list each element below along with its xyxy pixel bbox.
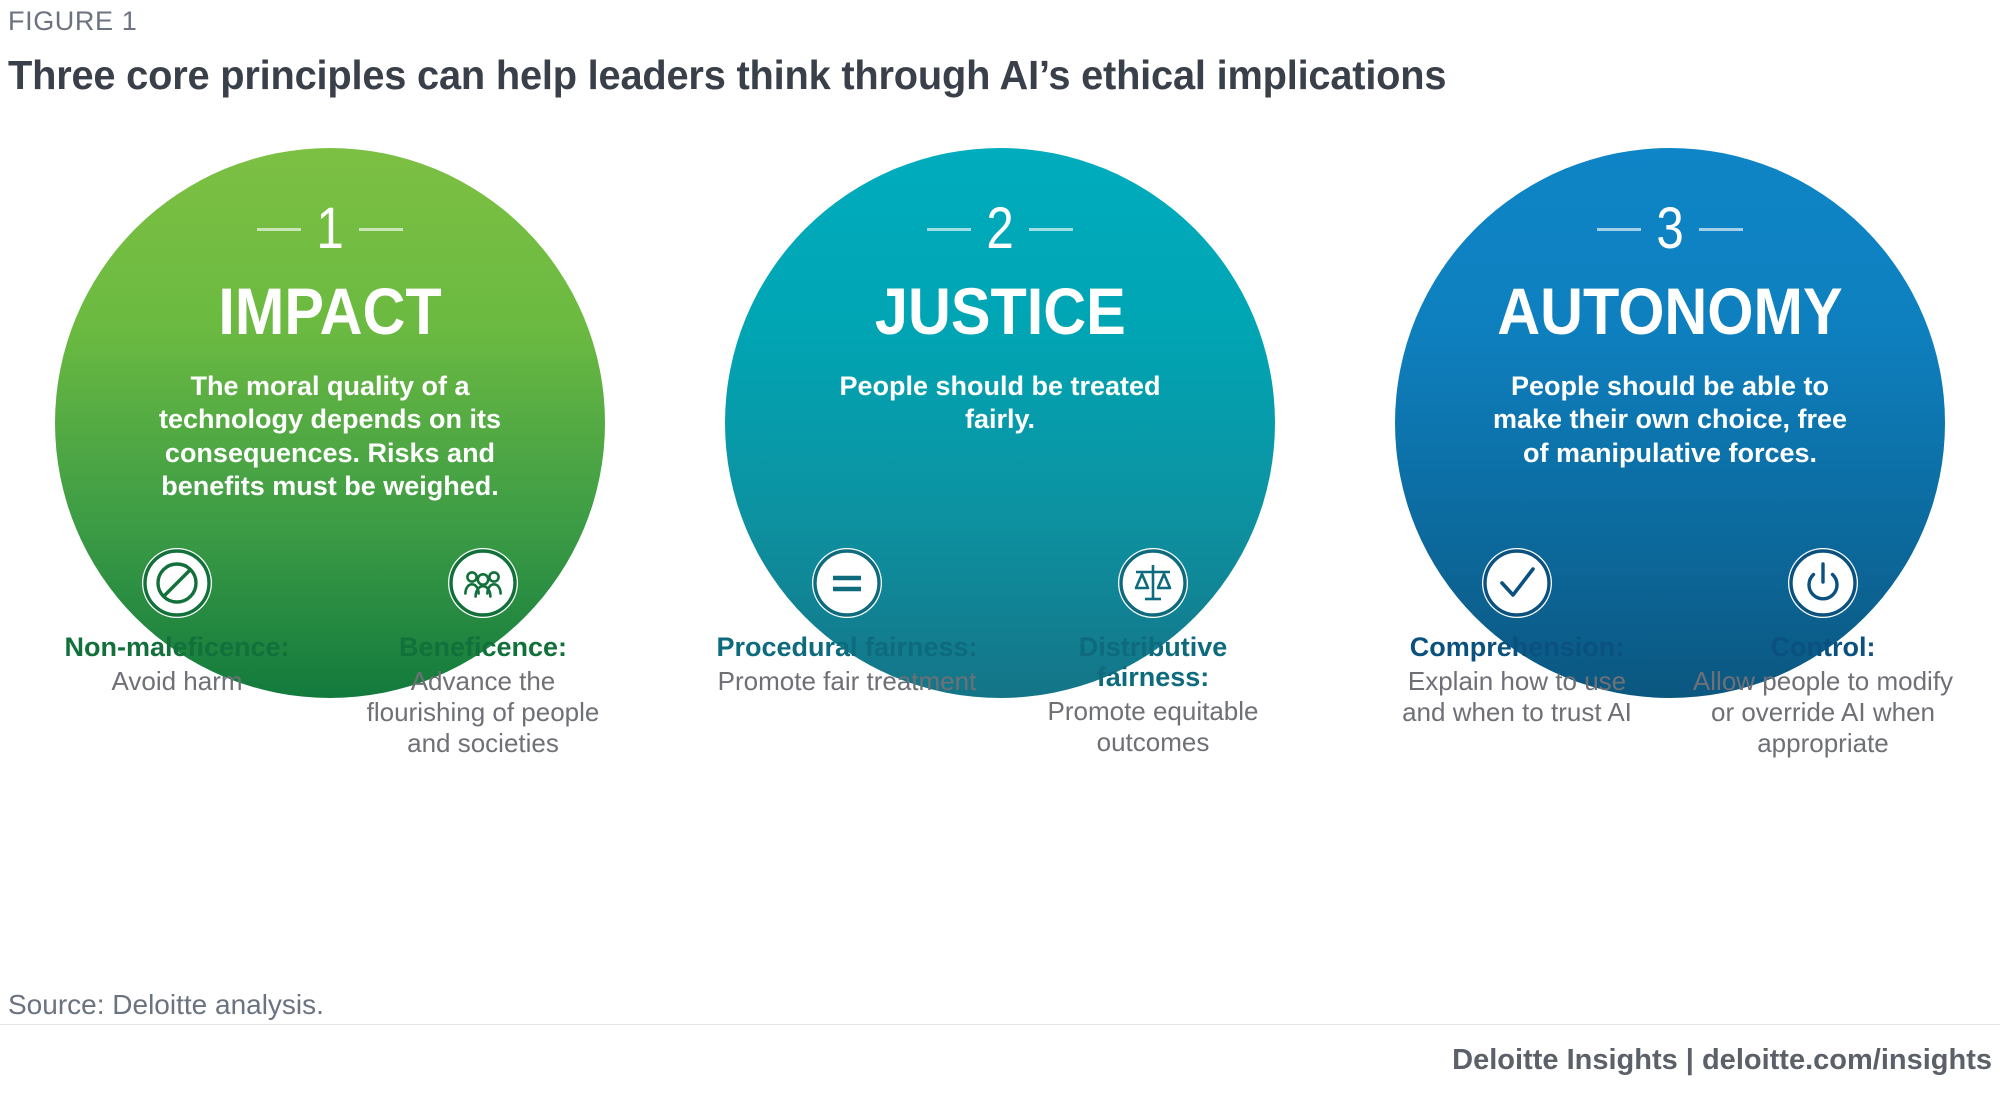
sub-item-body: Explain how to use and when to trust AI bbox=[1402, 666, 1632, 728]
figure-label: FIGURE 1 bbox=[8, 6, 138, 36]
sub-item-body: Allow people to modify or override AI wh… bbox=[1692, 666, 1954, 759]
sub-item-title: Procedural fairness: bbox=[716, 632, 978, 662]
sub-item-title: Beneficence: bbox=[398, 632, 568, 662]
principle-description: People should be able to make their own … bbox=[1492, 371, 1848, 468]
people-group-icon bbox=[448, 548, 518, 618]
footer-divider bbox=[0, 1024, 2000, 1025]
dash-right bbox=[1699, 227, 1744, 231]
equals-icon bbox=[812, 548, 882, 618]
sub-item-title: Control: bbox=[1770, 632, 1876, 662]
principle-circle-autonomy: 3 AUTONOMY People should be able to make… bbox=[1395, 148, 1945, 698]
sub-item: Beneficence: Advance the flourishing of … bbox=[352, 548, 614, 759]
principle-number: 1 bbox=[316, 196, 344, 261]
scales-balance-icon bbox=[1118, 548, 1188, 618]
sub-item-body: Promote fair treatment bbox=[717, 666, 977, 697]
principle-description: The moral quality of a technology depend… bbox=[158, 371, 502, 502]
sub-item-body: Avoid harm bbox=[111, 666, 243, 697]
principle-description: People should be treated fairly. bbox=[839, 371, 1161, 435]
principle-number: 2 bbox=[986, 196, 1014, 261]
principle-name: JUSTICE bbox=[874, 274, 1126, 348]
principle-column-impact: 1 IMPACT The moral quality of a technolo… bbox=[22, 148, 638, 968]
sub-item-title: Non-maleficence: bbox=[64, 632, 290, 662]
dash-right bbox=[359, 227, 404, 231]
principle-name: IMPACT bbox=[218, 274, 442, 348]
sub-item: Comprehension: Explain how to use and wh… bbox=[1386, 548, 1648, 759]
principle-number: 3 bbox=[1656, 196, 1684, 261]
sub-items-autonomy: Comprehension: Explain how to use and wh… bbox=[1370, 548, 1970, 759]
dash-left bbox=[256, 227, 301, 231]
dash-left bbox=[1596, 227, 1641, 231]
brand-footer: Deloitte Insights | deloitte.com/insight… bbox=[1452, 1044, 1992, 1076]
sub-item-body: Promote equitable outcomes bbox=[1047, 696, 1259, 758]
principle-number-row: 1 bbox=[256, 196, 404, 262]
sub-item: Distributive fairness: Promote equitable… bbox=[1022, 548, 1284, 758]
principle-name: AUTONOMY bbox=[1497, 274, 1843, 348]
checkmark-icon bbox=[1482, 548, 1552, 618]
principle-column-justice: 2 JUSTICE People should be treated fairl… bbox=[692, 148, 1308, 968]
sub-items-justice: Procedural fairness: Promote fair treatm… bbox=[700, 548, 1300, 758]
page-title: Three core principles can help leaders t… bbox=[8, 52, 1447, 98]
sub-item-title: Comprehension: bbox=[1409, 632, 1625, 662]
dash-right bbox=[1029, 227, 1074, 231]
sub-item: Control: Allow people to modify or overr… bbox=[1692, 548, 1954, 759]
sub-item: Procedural fairness: Promote fair treatm… bbox=[716, 548, 978, 758]
sub-item: Non-maleficence: Avoid harm bbox=[46, 548, 308, 759]
source-note: Source: Deloitte analysis. bbox=[8, 989, 324, 1020]
principles-row: 1 IMPACT The moral quality of a technolo… bbox=[0, 148, 2000, 968]
dash-left bbox=[926, 227, 971, 231]
sub-items-impact: Non-maleficence: Avoid harm bbox=[30, 548, 630, 759]
sub-item-body: Advance the flourishing of people and so… bbox=[366, 666, 600, 759]
prohibition-icon bbox=[142, 548, 212, 618]
power-button-icon bbox=[1788, 548, 1858, 618]
principle-column-autonomy: 3 AUTONOMY People should be able to make… bbox=[1362, 148, 1978, 968]
sub-item-title: Distributive fairness: bbox=[1078, 632, 1228, 693]
principle-number-row: 2 bbox=[926, 196, 1074, 262]
principle-number-row: 3 bbox=[1596, 196, 1744, 262]
principle-circle-impact: 1 IMPACT The moral quality of a technolo… bbox=[55, 148, 605, 698]
principle-circle-justice: 2 JUSTICE People should be treated fairl… bbox=[725, 148, 1275, 698]
